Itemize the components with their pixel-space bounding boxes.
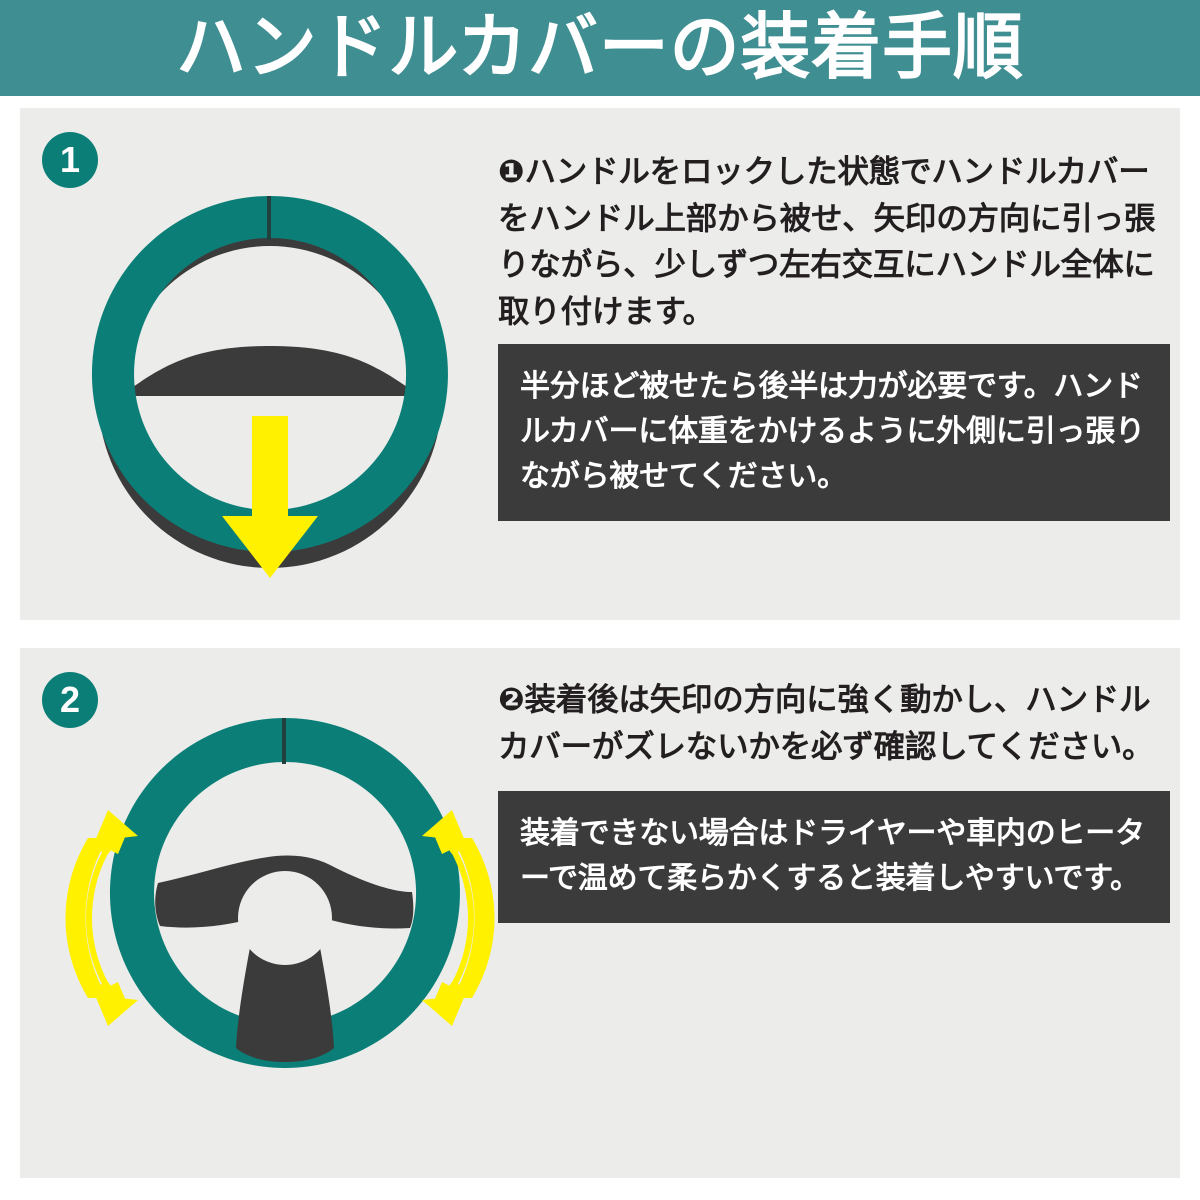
step-2-text-column: ❷装着後は矢印の方向に強く動かし、ハンドルカバーがズレないかを必ず確認してくださ…: [498, 676, 1170, 924]
wheel-hub: [238, 871, 332, 965]
step-2-instruction: ❷装着後は矢印の方向に強く動かし、ハンドルカバーがズレないかを必ず確認してくださ…: [498, 681, 1154, 764]
step-1-note-box: 半分ほど被せたら後半は力が必要です。ハンドルカバーに体重をかけるように外側に引っ…: [498, 344, 1170, 522]
rotate-arrow-right-icon: [422, 810, 495, 1026]
down-arrow-icon: [222, 416, 318, 578]
steering-wheel-partial-cover-illustration: [50, 156, 490, 596]
step-panel-1: 1: [20, 108, 1180, 620]
step-2-note-box: 装着できない場合はドライヤーや車内のヒーターで温めて柔らかくすると装着しやすいで…: [498, 791, 1170, 924]
step-2-note-text: 装着できない場合はドライヤーや車内のヒーターで温めて柔らかくすると装着しやすいで…: [520, 817, 1145, 896]
cover-seam-line: [267, 196, 271, 240]
step-panel-2: 2: [20, 648, 1180, 1178]
cover-seam-line: [282, 718, 286, 764]
step-1-instruction: ❶ハンドルをロックした状態でハンドルカバーをハンドル上部から被せ、矢印の方向に引…: [498, 153, 1156, 329]
step-1-note-text: 半分ほど被せたら後半は力が必要です。ハンドルカバーに体重をかけるように外側に引っ…: [520, 370, 1145, 494]
step-number-badge-1: 1: [42, 132, 98, 188]
step-number-badge-2: 2: [42, 672, 98, 728]
step-1-text-column: ❶ハンドルをロックした状態でハンドルカバーをハンドル上部から被せ、矢印の方向に引…: [498, 148, 1170, 522]
page-title: ハンドルカバーの装着手順: [176, 8, 1024, 88]
wheel-spokes-dark: [155, 855, 414, 1062]
cover-ring-teal: [91, 196, 448, 552]
steering-wheel-full-cover-illustration: [50, 678, 510, 1128]
rotate-arrow-left-icon: [65, 810, 138, 1026]
page-header: ハンドルカバーの装着手順: [0, 0, 1200, 96]
cover-ring-teal: [109, 718, 460, 1068]
